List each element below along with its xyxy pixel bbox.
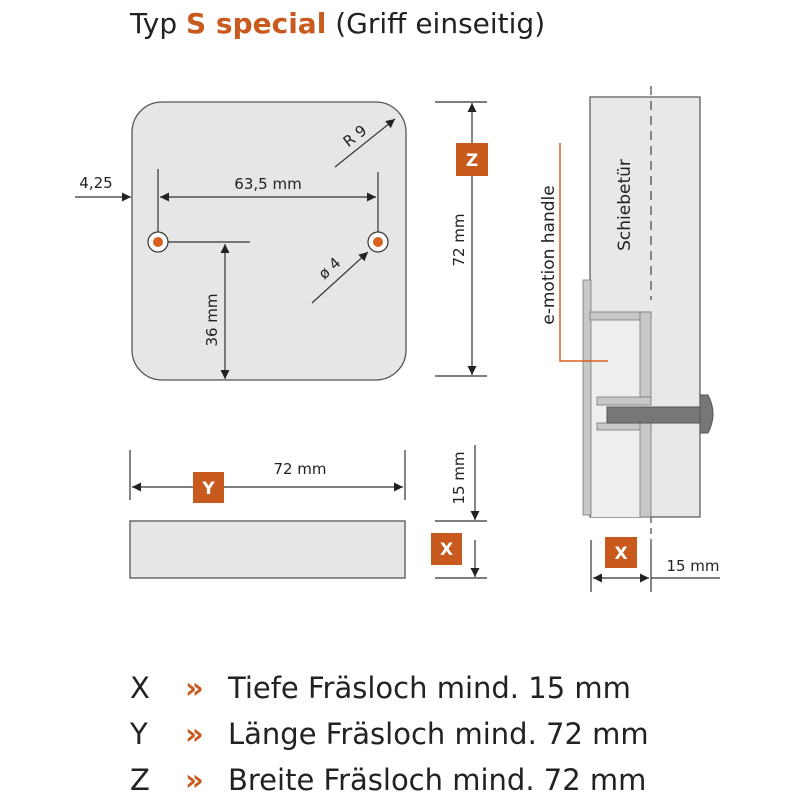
svg-text:X: X — [130, 671, 150, 705]
handle-label: e-motion handle — [539, 185, 559, 324]
depth-label: 15 mm — [450, 451, 468, 504]
offset-label: 4,25 — [79, 174, 112, 192]
screw — [606, 406, 702, 424]
length-label: 72 mm — [273, 460, 326, 478]
y-badge — [193, 472, 224, 503]
mounting-hole-right — [367, 231, 389, 253]
chevron-icon: » — [185, 763, 204, 797]
chevron-icon: » — [185, 717, 204, 751]
hole-height-label: 36 mm — [203, 293, 221, 346]
diagram-title: Typ S special (Griff einseitig) — [129, 7, 545, 40]
svg-text:Y: Y — [129, 717, 148, 751]
side-x-badge — [605, 537, 637, 568]
side-depth-label: 15 mm — [666, 557, 719, 575]
legend-item-z: Z » Breite Fräsloch mind. 72 mm — [130, 763, 646, 797]
hole-diameter-dimension — [311, 251, 369, 304]
front-view: Y 72 mm X 15 mm — [129, 445, 487, 579]
chevron-icon: » — [185, 671, 204, 705]
mounting-hole-left — [147, 231, 169, 253]
svg-text:X: X — [614, 544, 627, 564]
svg-text:Länge Fräsloch mind. 72 mm: Länge Fräsloch mind. 72 mm — [228, 717, 649, 751]
svg-text:Z: Z — [130, 763, 150, 797]
handle-leader-line — [559, 143, 608, 362]
hole-spacing-label: 63,5 mm — [234, 175, 301, 193]
svg-text:Tiefe Fräsloch mind. 15 mm: Tiefe Fräsloch mind. 15 mm — [227, 671, 631, 705]
legend-item-x: X » Tiefe Fräsloch mind. 15 mm — [130, 671, 631, 705]
legend-item-y: Y » Länge Fräsloch mind. 72 mm — [129, 717, 649, 751]
top-view: 63,5 mm 4,25 36 mm R 9 ø 4 Z 72 mm — [75, 101, 488, 381]
handle-plate — [131, 101, 407, 381]
svg-text:Breite Fräsloch mind. 72 mm: Breite Fräsloch mind. 72 mm — [228, 763, 646, 797]
door-label: Schiebetür — [615, 159, 635, 251]
svg-text:Z: Z — [466, 151, 478, 171]
height-label: 72 mm — [450, 213, 468, 266]
x-badge — [431, 533, 462, 565]
svg-text:X: X — [440, 540, 453, 560]
radius-dimension — [334, 118, 396, 168]
screw-head — [699, 394, 714, 434]
handle-bar — [129, 520, 406, 579]
z-badge — [456, 143, 488, 176]
svg-text:Y: Y — [201, 479, 215, 499]
side-view: e-motion handle Schiebetür X 15 mm — [539, 86, 720, 592]
legend: X » Tiefe Fräsloch mind. 15 mm Y » Länge… — [129, 671, 649, 797]
